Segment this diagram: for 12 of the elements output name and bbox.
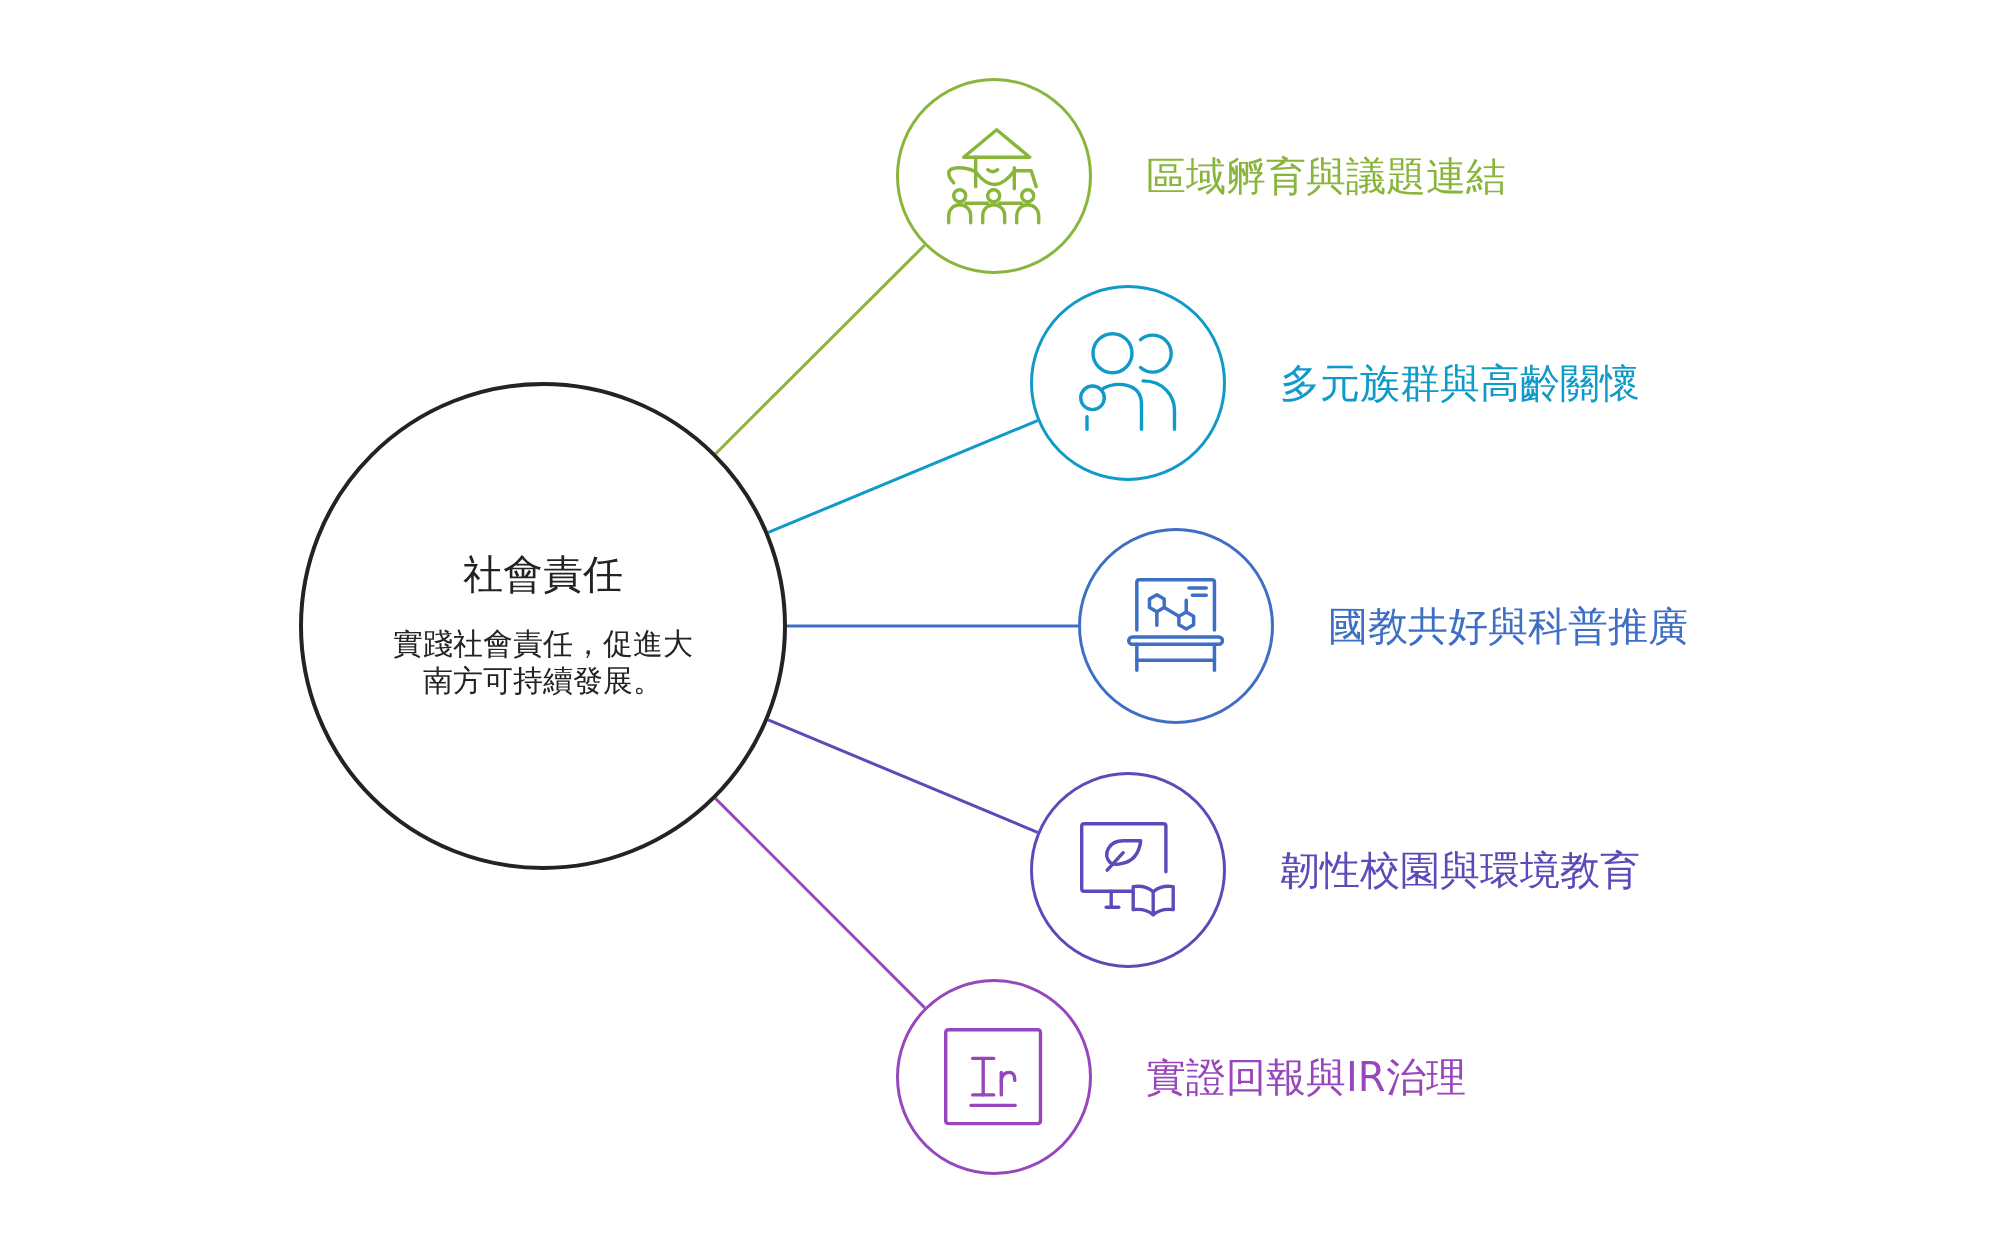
connector-line [787, 624, 1078, 628]
node-label: 國教共好與科普推廣 [1328, 602, 1688, 650]
node-title: 社會責任 [463, 550, 623, 598]
node-label: 韌性校園與環境教育 [1280, 846, 1640, 894]
node-label: 多元族群與高齡關懷 [1280, 359, 1640, 407]
node-label: 實證回報與IR治理 [1146, 1053, 1466, 1101]
connector-line [714, 244, 926, 455]
node-text: 實踐社會責任，促進大南方可持續發展。 [392, 625, 694, 699]
node-label: 區域孵育與議題連結 [1146, 152, 1506, 200]
connector-line [714, 797, 926, 1009]
connector-line [767, 419, 1039, 534]
connector-line [767, 718, 1039, 834]
